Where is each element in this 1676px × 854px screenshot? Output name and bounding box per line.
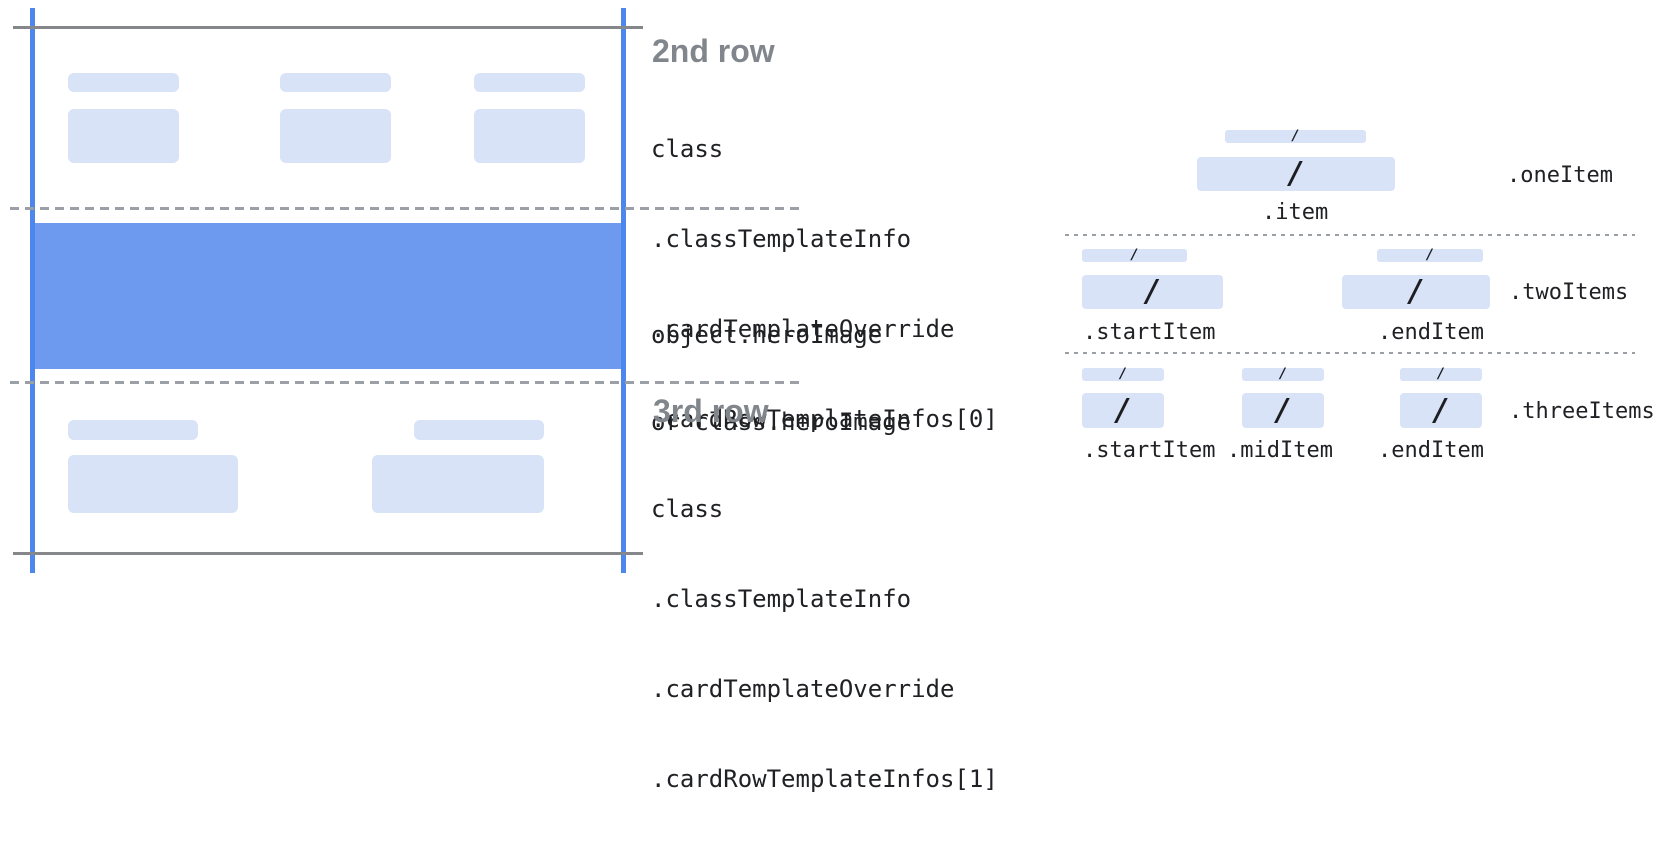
slash-separator: / (1431, 392, 1451, 428)
one-item-value-bar: / (1197, 157, 1395, 191)
slash-separator: / (1278, 366, 1288, 382)
slash-separator: / (1286, 156, 1306, 191)
code-line: .cardTemplateOverride (651, 315, 955, 343)
two-items-end-label-bar: / (1377, 247, 1483, 263)
slash-separator: / (1425, 247, 1435, 263)
two-items-start-value-bar: / (1082, 275, 1223, 309)
three-items-end-value-bar: / (1400, 393, 1482, 428)
slash-separator: / (1291, 128, 1300, 144)
row2-hero-divider-dashed-line (10, 207, 800, 210)
one-item-group-label: .oneItem (1507, 163, 1613, 188)
row2-col3-value-bar (474, 109, 585, 163)
slash-separator: / (1113, 392, 1133, 428)
three-items-start-label-bar: / (1082, 366, 1164, 382)
three-items-group-label: .threeItems (1509, 399, 1655, 424)
row2-col1-label-bar (68, 73, 179, 92)
mid-item-field-label: .midItem (1227, 438, 1333, 463)
two-items-end-value-bar: / (1342, 275, 1490, 309)
slash-separator: / (1143, 274, 1162, 309)
row3-col1-value-bar (68, 455, 238, 513)
row3-col2-label-bar (414, 420, 544, 440)
code-line: or class.heroImage (651, 408, 912, 436)
row3-heading: 3rd row (653, 393, 769, 429)
end-item-field-label: .endItem (1378, 438, 1484, 463)
one-two-divider-dotted-line (1065, 234, 1635, 236)
hero-row3-divider-dashed-line (10, 381, 800, 384)
three-items-start-value-bar: / (1082, 393, 1164, 428)
start-item-field-label: .startItem (1083, 320, 1216, 345)
two-items-start-label-bar: / (1082, 247, 1187, 263)
hero-code-block: object.heroImage or class.heroImage (651, 263, 911, 495)
two-items-group-label: .twoItems (1509, 280, 1629, 305)
code-line: .cardTemplateOverride (651, 675, 955, 703)
row2-col1-value-bar (68, 109, 179, 163)
card-top-boundary-line (13, 26, 643, 29)
row2-col3-label-bar (474, 73, 585, 92)
card-bottom-boundary-line (13, 552, 643, 555)
code-line: class (651, 135, 724, 163)
three-items-end-label-bar: / (1400, 366, 1482, 382)
three-items-mid-value-bar: / (1242, 393, 1324, 428)
diagram-canvas: { "card": { "row2": { "heading": "2nd ro… (10, 8, 1655, 793)
code-line: .classTemplateInfo (651, 585, 912, 613)
code-line: .cardRowTemplateInfos[0] (651, 405, 998, 433)
end-item-field-label: .endItem (1378, 320, 1484, 345)
row2-col2-value-bar (280, 109, 391, 163)
row2-heading: 2nd row (652, 33, 775, 69)
code-line: object.heroImage (651, 321, 883, 349)
row3-col1-label-bar (68, 420, 198, 440)
code-line: .classTemplateInfo (651, 225, 912, 253)
three-items-mid-label-bar: / (1242, 366, 1324, 382)
slash-separator: / (1273, 392, 1293, 428)
slash-separator: / (1436, 366, 1446, 382)
code-line: .cardRowTemplateInfos[1] (651, 765, 998, 793)
row3-code-block: class .classTemplateInfo .cardTemplateOv… (651, 434, 998, 854)
one-item-label-bar: / (1225, 128, 1366, 144)
two-three-divider-dotted-line (1065, 352, 1635, 354)
row3-col2-value-bar (372, 455, 544, 513)
row2-code-block: class .classTemplateInfo .cardTemplateOv… (651, 74, 998, 494)
slash-separator: / (1406, 274, 1426, 309)
row2-col2-label-bar (280, 73, 391, 92)
item-field-label: .item (1262, 200, 1329, 225)
slash-separator: / (1118, 366, 1128, 382)
start-item-field-label: .startItem (1083, 438, 1216, 463)
card-right-guide-line (621, 8, 626, 573)
slash-separator: / (1130, 247, 1139, 263)
hero-image-band (33, 223, 624, 369)
card-left-guide-line (30, 8, 35, 573)
code-line: class (651, 495, 724, 523)
